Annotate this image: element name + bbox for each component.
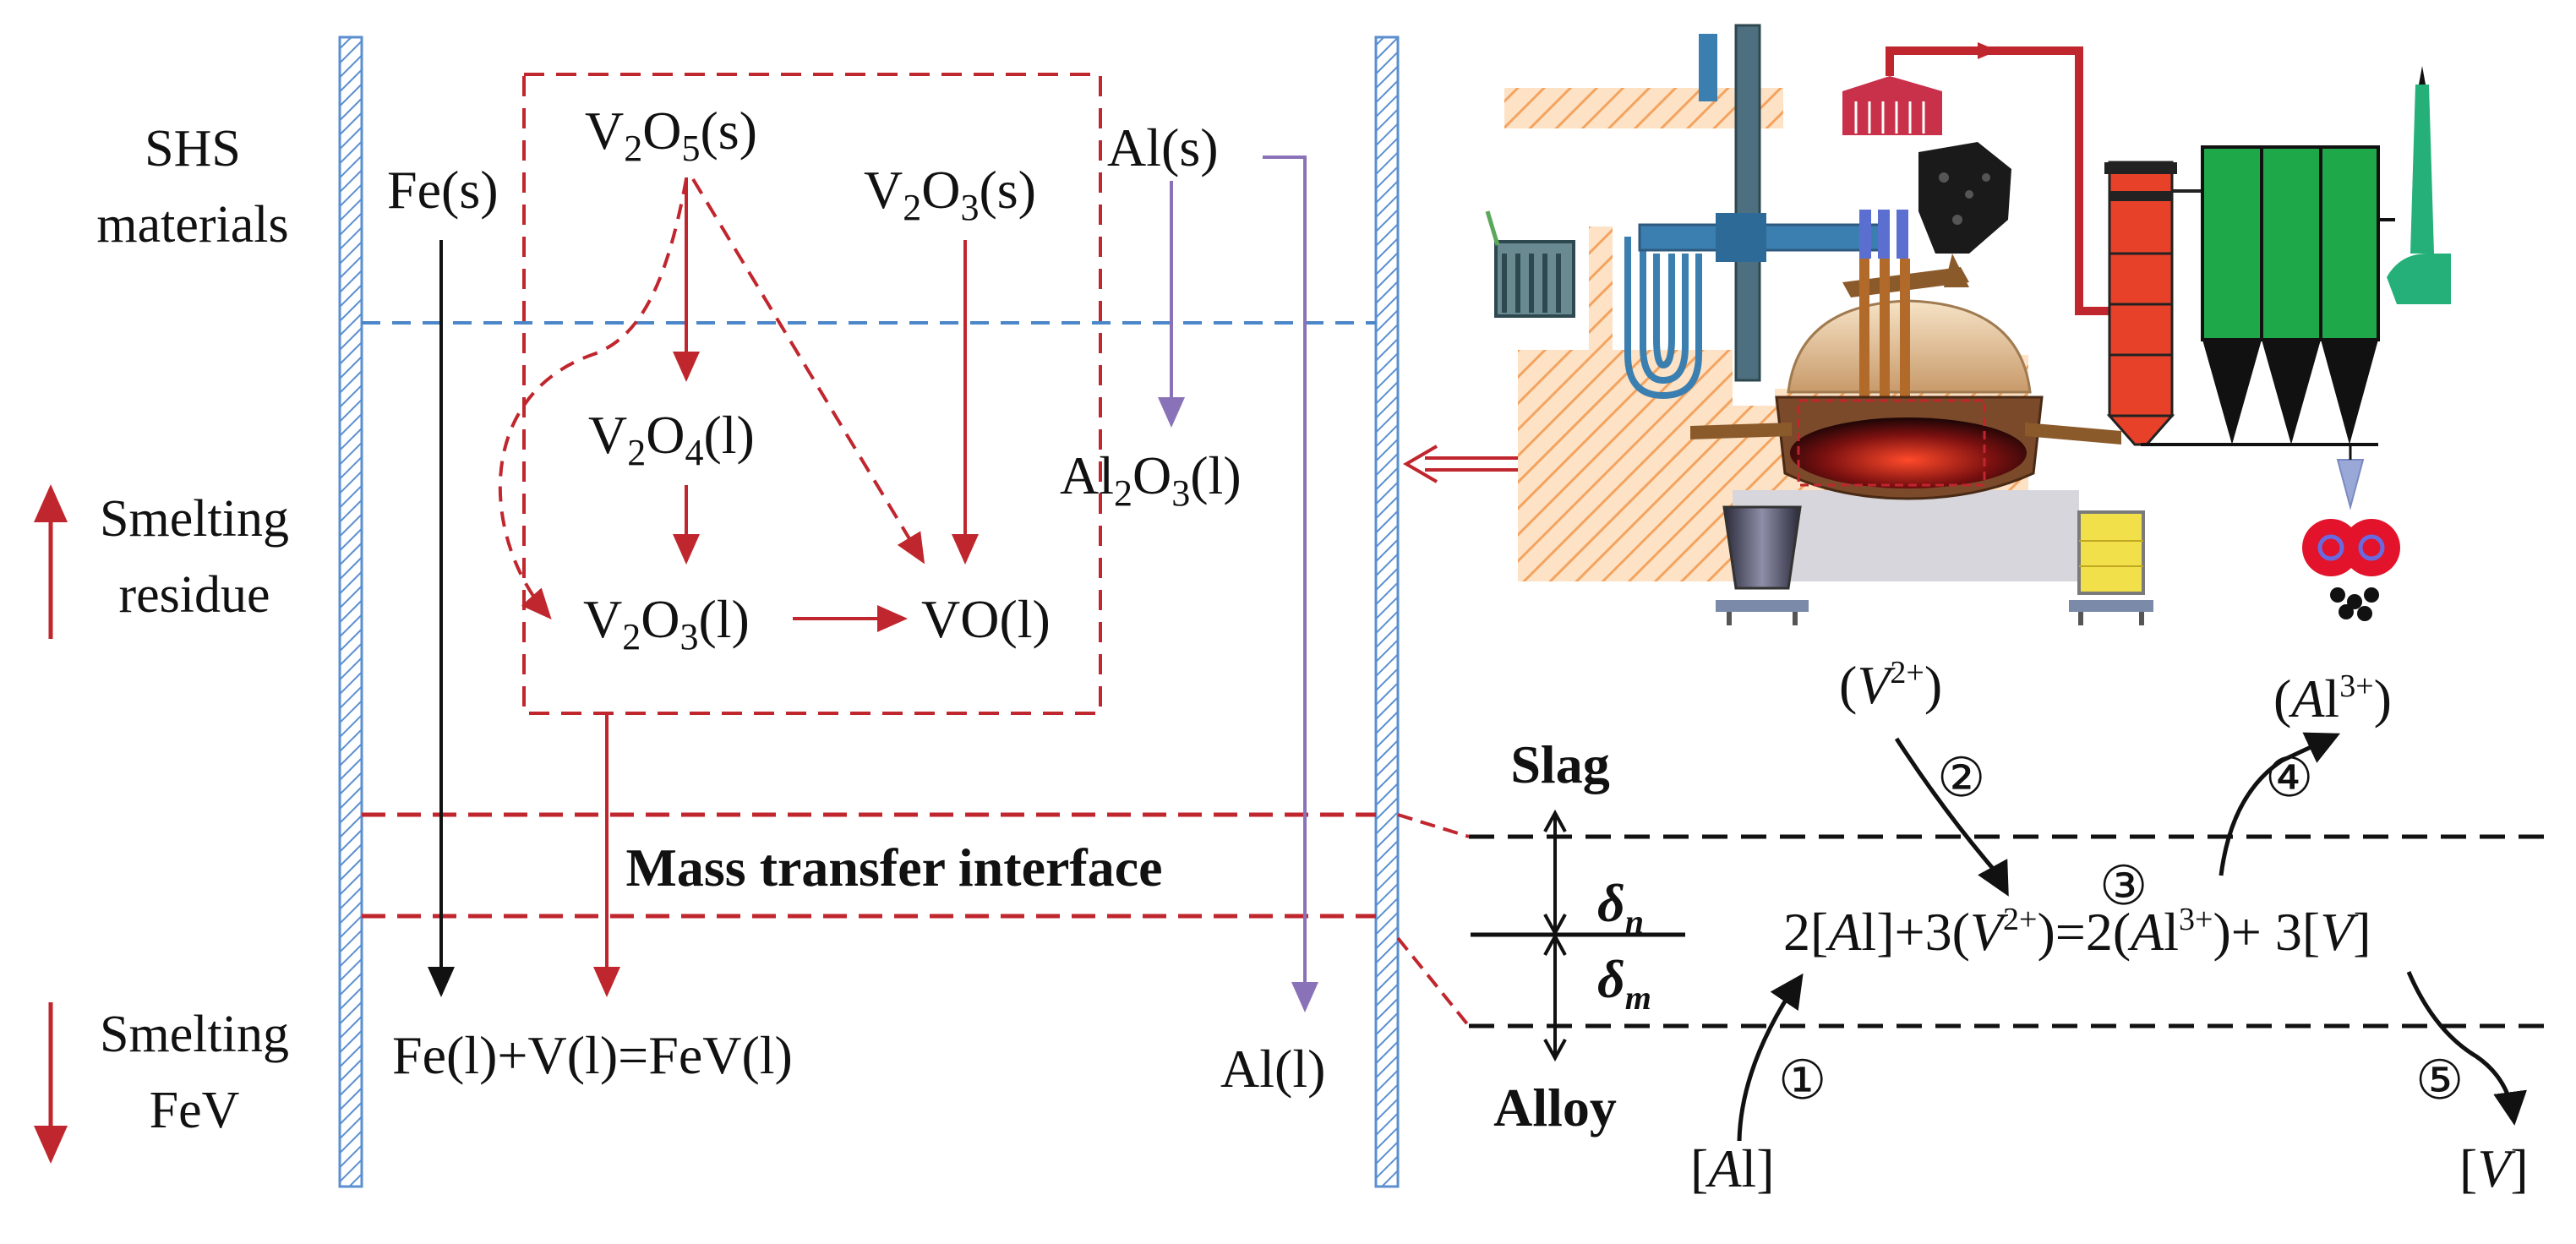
interface-scheme: Slag Alloy δn δm (V2+) (Al3+) 2[Al]+3(V2… bbox=[1396, 655, 2552, 1198]
step4-label: ④ bbox=[2265, 748, 2313, 808]
step1-arrow bbox=[1737, 973, 1804, 1142]
step5-arrow bbox=[2406, 971, 2527, 1126]
molten-bath bbox=[1790, 417, 2027, 488]
transformer-icon bbox=[1485, 210, 1575, 318]
step1-label: ① bbox=[1778, 1050, 1826, 1110]
electrode-holder-1 bbox=[1859, 210, 1871, 259]
dust-collector-icon bbox=[2201, 145, 2380, 445]
step3-label: ③ bbox=[2099, 856, 2148, 916]
step2-arrow bbox=[1894, 737, 2009, 897]
al-solid: Al(s) bbox=[1107, 117, 1219, 177]
v2o3-solid: V2O3(s) bbox=[864, 160, 1036, 228]
al-to-al-liquid-arrow bbox=[1263, 156, 1318, 1012]
furnace-diagram bbox=[1485, 24, 2451, 625]
step4-arrow bbox=[2219, 732, 2341, 876]
fev-label-line2: FeV bbox=[150, 1082, 240, 1139]
delta-n-label: δn bbox=[1597, 873, 1644, 941]
step2-label: ② bbox=[1937, 748, 1985, 808]
duct-arrow bbox=[1978, 42, 1998, 59]
v2o5-to-vo-dashed-arrow bbox=[691, 177, 925, 565]
interface-reaction: 2[Al]+3(V2+)=2(Al3+)+ 3[V] bbox=[1783, 902, 2371, 962]
zoom-connector-bottom bbox=[1396, 936, 1471, 1028]
zoom-connector-top bbox=[1397, 813, 1470, 838]
shs-label-line2: materials bbox=[96, 196, 288, 254]
tapping-spout-right bbox=[2025, 423, 2121, 445]
chimney-icon bbox=[2387, 66, 2451, 304]
step5-label: ⑤ bbox=[2415, 1050, 2464, 1110]
v2o3-liquid: V2O3(l) bbox=[583, 589, 750, 657]
exhaust-hood-icon bbox=[1842, 76, 1942, 135]
residue-label-line1: Smelting bbox=[100, 490, 289, 548]
v2o4-liquid: V2O4(l) bbox=[588, 405, 755, 473]
power-cables bbox=[1624, 237, 1702, 400]
thickness-markers bbox=[1543, 809, 1567, 1062]
fev-reaction: Fe(l)+V(l)=FeV(l) bbox=[392, 1025, 793, 1085]
arm-joint bbox=[1716, 213, 1766, 262]
exhaust-duct bbox=[1886, 46, 2109, 315]
alloy-label: Alloy bbox=[1493, 1078, 1617, 1138]
fev-label-line1: Smelting bbox=[100, 1006, 289, 1063]
v2o5-to-v2o3-dashed-curve bbox=[498, 178, 688, 619]
left-panel: SHS materials Smelting residue Smelting … bbox=[34, 35, 1805, 1188]
tapping-spout-left bbox=[1690, 423, 1792, 439]
v-alloy-species: [V] bbox=[2459, 1138, 2529, 1198]
slag-label: Slag bbox=[1510, 734, 1609, 794]
residue-label-line2: residue bbox=[118, 566, 270, 624]
al2o3-liquid: Al2O3(l) bbox=[1060, 445, 1242, 514]
vo-liquid: VO(l) bbox=[921, 589, 1051, 649]
delta-m-label: δm bbox=[1597, 949, 1651, 1017]
left-wall bbox=[338, 35, 363, 1188]
briquetting-roller-icon bbox=[2302, 445, 2400, 621]
v2o5-solid: V2O5(s) bbox=[585, 101, 757, 169]
interface-title: Mass transfer interface bbox=[625, 838, 1162, 898]
electrode-mast bbox=[1734, 24, 1761, 382]
alloy-ladle-icon bbox=[2069, 510, 2153, 625]
fe-solid: Fe(s) bbox=[387, 160, 499, 220]
shs-label-line1: SHS bbox=[145, 120, 241, 177]
al-alloy-species: [Al] bbox=[1690, 1138, 1775, 1198]
electrode-holder-2 bbox=[1878, 210, 1890, 259]
v2-slag-species: (V2+) bbox=[1839, 655, 1942, 715]
al-liquid: Al(l) bbox=[1220, 1039, 1325, 1099]
right-wall bbox=[1374, 35, 1400, 1188]
mast-clamp bbox=[1699, 34, 1717, 101]
slag-ladle-icon bbox=[1716, 505, 1809, 625]
cyclone-icon bbox=[2104, 161, 2177, 446]
al3-slag-species: (Al3+) bbox=[2273, 668, 2392, 728]
electrode-holder-3 bbox=[1897, 210, 1908, 259]
